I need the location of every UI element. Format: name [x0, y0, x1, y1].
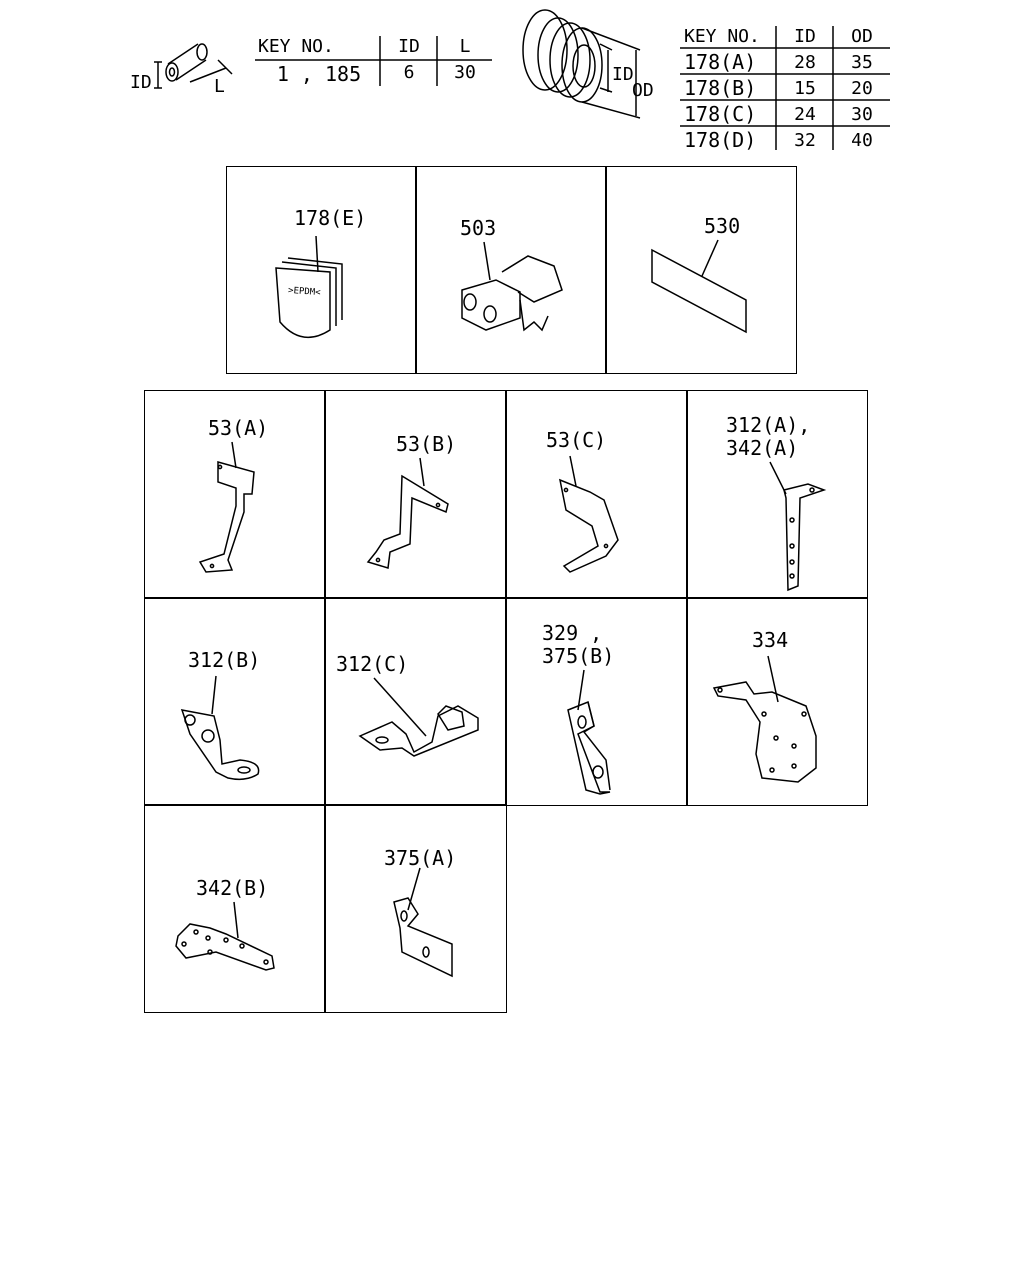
- bracket-342b-illustration: [175, 901, 275, 971]
- part-label-312a-342a: 312(A), 342(A): [726, 413, 811, 460]
- grommet-od-dim-label: OD: [632, 80, 654, 101]
- grommet-table-grid: [680, 26, 890, 150]
- panel-503: [415, 166, 607, 374]
- panel-530: [605, 166, 797, 374]
- tube-row-l: 30: [454, 62, 476, 83]
- grommet-row-key: 178(B): [684, 76, 757, 100]
- tube-header-id: ID: [398, 36, 420, 57]
- panel-375a: [324, 804, 507, 1013]
- part-label-53a: 53(A): [208, 416, 269, 440]
- cap-178e-illustration: [275, 235, 343, 339]
- part-label-53c: 53(C): [546, 428, 607, 452]
- grommet-row-key: 178(D): [684, 128, 757, 152]
- panel-178e: [226, 166, 417, 374]
- part-label-312c: 312(C): [336, 652, 409, 676]
- grommet-row-id: 24: [794, 104, 816, 125]
- tube-row-key: 1 , 185: [276, 62, 362, 86]
- bracket-53a-illustration: [198, 441, 255, 573]
- part-label-312b: 312(B): [188, 648, 261, 672]
- panel-53b: [324, 390, 507, 599]
- part-label-503: 503: [460, 216, 497, 240]
- bracket-329-375b-illustration: [567, 669, 611, 795]
- grommet-row-od: 30: [851, 104, 873, 125]
- grommet-header-key: KEY NO.: [684, 26, 760, 47]
- grommet-illustration: [522, 9, 641, 119]
- bracket-312a-342a-illustration: [769, 461, 827, 592]
- bracket-375a-illustration: [393, 867, 453, 978]
- tube-row-id: 6: [403, 62, 415, 83]
- tube-header-key: KEY NO.: [258, 36, 334, 57]
- bracket-312b-illustration: [180, 675, 260, 781]
- panel-312c: [324, 597, 507, 806]
- bracket-312c-illustration: [358, 677, 479, 757]
- tube-header-l: L: [459, 36, 471, 57]
- part-label-53b: 53(B): [396, 432, 457, 456]
- panel-312b: [144, 597, 326, 806]
- label-530-illustration: [651, 239, 747, 334]
- panel-53c: [505, 390, 688, 599]
- grommet-row-key: 178(A): [684, 50, 757, 74]
- tube-illustration: [154, 43, 233, 89]
- bracket-53c-illustration: [558, 455, 619, 573]
- panel-312a-342a: [686, 390, 868, 599]
- panel-334: [686, 597, 868, 806]
- panel-329-375b: [505, 597, 688, 806]
- bracket-334-illustration: [712, 655, 817, 783]
- grommet-row-od: 20: [851, 78, 873, 99]
- grommet-row-od: 40: [851, 130, 873, 151]
- bracket-53b-illustration: [366, 457, 449, 569]
- tube-table-grid: [255, 36, 492, 86]
- part-label-178e: 178(E): [294, 206, 367, 230]
- grommet-row-id: 28: [794, 52, 816, 73]
- part-label-375a: 375(A): [384, 846, 457, 870]
- tube-length-dim-label: L: [214, 76, 225, 97]
- grommet-row-id: 15: [794, 78, 816, 99]
- grommet-id-dim-label: ID: [612, 64, 634, 85]
- part-label-342b: 342(B): [196, 876, 269, 900]
- tube-id-dim-label: ID: [130, 72, 152, 93]
- panel-53a: [144, 390, 326, 599]
- part-label-530: 530: [704, 214, 741, 238]
- part-label-329-375b: 329 , 375(B): [542, 621, 615, 668]
- grommet-header-od: OD: [851, 26, 873, 47]
- panel-342b: [144, 804, 326, 1013]
- part-label-334: 334: [752, 628, 789, 652]
- grommet-row-id: 32: [794, 130, 816, 151]
- grommet-row-od: 35: [851, 52, 873, 73]
- grommet-row-key: 178(C): [684, 102, 757, 126]
- grommet-header-id: ID: [794, 26, 816, 47]
- connector-503-illustration: [461, 241, 563, 332]
